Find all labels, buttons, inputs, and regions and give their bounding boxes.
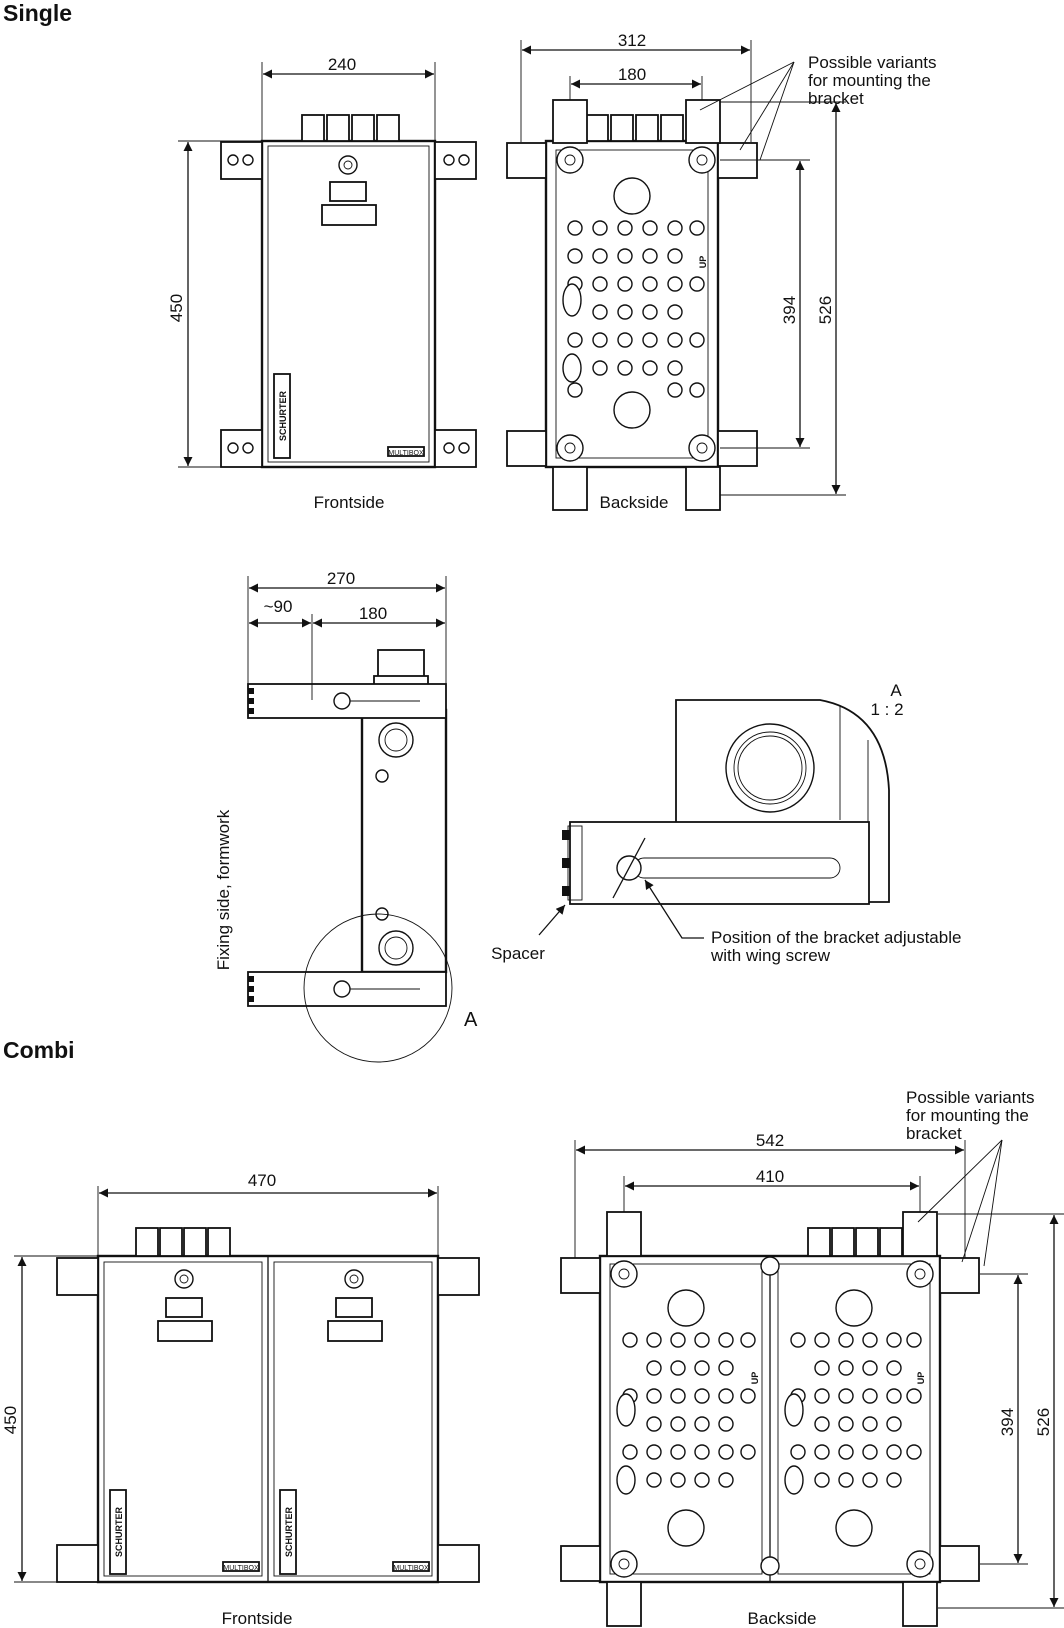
single-back-height-inner-label: 394: [780, 296, 799, 324]
combi-back-height-outer-label: 526: [1034, 1408, 1053, 1436]
single-back-up-label: UP: [698, 256, 708, 269]
single-back-height-outer-label: 526: [816, 296, 835, 324]
detail-a-scale: 1 : 2: [870, 700, 903, 719]
combi-front-width-label: 470: [248, 1171, 276, 1190]
single-back-width-outer-label: 312: [618, 31, 646, 50]
combi-back-width-outer-label: 542: [756, 1131, 784, 1150]
section-heading-single: Single: [3, 0, 73, 26]
side-detail-marker: A: [464, 1009, 478, 1031]
side-overall-width-label: 270: [327, 569, 355, 588]
single-frontside-view: [178, 62, 477, 469]
combi-back-note-line-2: for mounting the: [906, 1106, 1029, 1125]
single-back-width-inner-label: 180: [618, 65, 646, 84]
combi-back-note-line-1: Possible variants: [906, 1088, 1035, 1107]
side-rotated-label: Fixing side, formwork: [214, 809, 233, 970]
combi-back-up-label-right: UP: [916, 1372, 926, 1385]
single-backside-view: [506, 40, 846, 511]
single-front-width-label: 240: [328, 55, 356, 74]
combi-front-height-label: 450: [1, 1406, 20, 1434]
combi-back-height-inner-label: 394: [998, 1408, 1017, 1436]
single-front-caption: Frontside: [314, 493, 385, 512]
combi-backside-view: [560, 1139, 1064, 1627]
combi-front-brand-text-left: SCHURTER: [114, 1507, 124, 1558]
single-back-note-line-2: for mounting the: [808, 71, 931, 90]
detail-wing-note-line-1: Position of the bracket adjustable: [711, 928, 961, 947]
side-approx-label: ~90: [264, 597, 293, 616]
single-side-view: [247, 576, 453, 1063]
combi-back-width-inner-label: 410: [756, 1167, 784, 1186]
combi-front-brand-text-right: SCHURTER: [284, 1507, 294, 1558]
single-back-caption: Backside: [600, 493, 669, 512]
single-back-note-line-1: Possible variants: [808, 53, 937, 72]
section-heading-combi: Combi: [3, 1037, 75, 1063]
combi-back-caption: Backside: [748, 1609, 817, 1628]
single-front-brand-text: SCHURTER: [278, 391, 288, 442]
detail-spacer-label: Spacer: [491, 944, 545, 963]
combi-front-badge-text-left: MULTIBOX: [223, 1565, 259, 1572]
single-back-note-line-3: bracket: [808, 89, 864, 108]
single-front-height-label: 450: [167, 294, 186, 322]
combi-frontside-view: [14, 1186, 480, 1584]
detail-a-title: A: [890, 681, 902, 700]
combi-front-caption: Frontside: [222, 1609, 293, 1628]
single-front-badge-text: MULTIBOX: [388, 450, 424, 457]
detail-a-view: [538, 699, 890, 939]
combi-back-up-label-left: UP: [750, 1372, 760, 1385]
detail-wing-note-line-2: with wing screw: [710, 946, 831, 965]
combi-front-badge-text-right: MULTIBOX: [393, 1565, 429, 1572]
combi-back-note-line-3: bracket: [906, 1124, 962, 1143]
side-depth-label: 180: [359, 604, 387, 623]
